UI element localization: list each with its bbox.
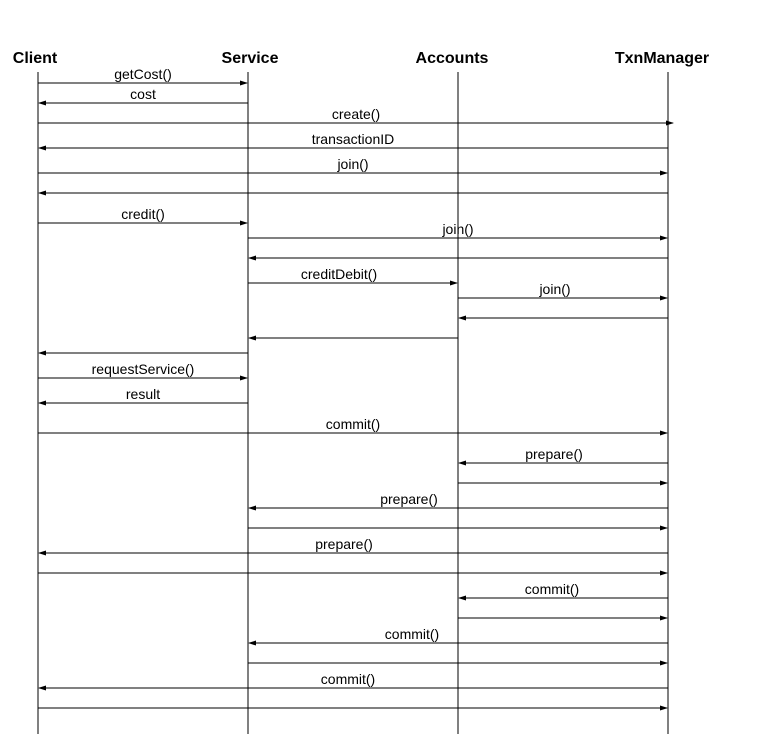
arrowhead-icon xyxy=(458,595,466,601)
actor-label-accounts: Accounts xyxy=(416,50,489,67)
message-label: getCost() xyxy=(114,66,172,82)
message-label: requestService() xyxy=(92,361,195,377)
message-label: join() xyxy=(441,221,473,237)
message-20 xyxy=(248,525,668,531)
message-16: commit() xyxy=(38,416,668,436)
message-28 xyxy=(38,705,668,711)
message-label: transactionID xyxy=(312,131,394,147)
message-label: commit() xyxy=(321,671,375,687)
arrowhead-icon xyxy=(38,550,46,556)
arrowhead-icon xyxy=(38,400,46,406)
arrowhead-icon xyxy=(240,80,248,86)
arrowhead-icon xyxy=(660,430,668,436)
arrowhead-icon xyxy=(666,120,674,126)
message-21: prepare() xyxy=(38,536,668,556)
arrowhead-icon xyxy=(240,375,248,381)
message-12 xyxy=(248,335,458,341)
arrowhead-icon xyxy=(660,480,668,486)
message-25: commit() xyxy=(248,626,668,646)
message-24 xyxy=(458,615,668,621)
arrowhead-icon xyxy=(660,615,668,621)
actor-label-service: Service xyxy=(222,50,279,67)
message-22 xyxy=(38,570,668,576)
message-label: creditDebit() xyxy=(301,266,377,282)
arrowhead-icon xyxy=(660,570,668,576)
message-label: commit() xyxy=(326,416,380,432)
arrowhead-icon xyxy=(38,145,46,151)
arrowhead-icon xyxy=(660,525,668,531)
message-9: creditDebit() xyxy=(248,266,458,286)
message-23: commit() xyxy=(458,581,668,601)
message-label: commit() xyxy=(525,581,579,597)
message-label: prepare() xyxy=(315,536,373,552)
message-label: cost xyxy=(130,86,156,102)
arrowhead-icon xyxy=(38,350,46,356)
message-27: commit() xyxy=(38,671,668,691)
arrowhead-icon xyxy=(660,295,668,301)
message-17: prepare() xyxy=(458,446,668,466)
arrowhead-icon xyxy=(38,190,46,196)
message-2: create() xyxy=(38,106,674,126)
message-6: credit() xyxy=(38,206,248,226)
arrowhead-icon xyxy=(660,170,668,176)
arrowhead-icon xyxy=(660,235,668,241)
message-label: prepare() xyxy=(380,491,438,507)
message-26 xyxy=(248,660,668,666)
arrowhead-icon xyxy=(458,460,466,466)
message-1: cost xyxy=(38,86,248,106)
arrowhead-icon xyxy=(248,505,256,511)
message-14: requestService() xyxy=(38,361,248,381)
arrowhead-icon xyxy=(458,315,466,321)
message-5 xyxy=(38,190,668,196)
message-label: commit() xyxy=(385,626,439,642)
message-3: transactionID xyxy=(38,131,668,151)
message-13 xyxy=(38,350,248,356)
actor-label-txn: TxnManager xyxy=(615,50,709,67)
arrowhead-icon xyxy=(38,100,46,106)
message-8 xyxy=(248,255,668,261)
message-7: join() xyxy=(248,221,668,241)
message-label: create() xyxy=(332,106,380,122)
arrowhead-icon xyxy=(248,335,256,341)
message-10: join() xyxy=(458,281,668,301)
arrowhead-icon xyxy=(240,220,248,226)
message-label: join() xyxy=(336,156,368,172)
arrowhead-icon xyxy=(248,640,256,646)
message-19: prepare() xyxy=(248,491,668,511)
message-label: prepare() xyxy=(525,446,583,462)
arrowhead-icon xyxy=(450,280,458,286)
message-15: result xyxy=(38,386,248,406)
arrowhead-icon xyxy=(38,685,46,691)
message-label: result xyxy=(126,386,160,402)
arrowhead-icon xyxy=(248,255,256,261)
message-label: credit() xyxy=(121,206,165,222)
message-0: getCost() xyxy=(38,66,248,86)
actor-label-client: Client xyxy=(13,50,58,67)
message-18 xyxy=(458,480,668,486)
message-4: join() xyxy=(38,156,668,176)
message-11 xyxy=(458,315,668,321)
arrowhead-icon xyxy=(660,705,668,711)
message-label: join() xyxy=(538,281,570,297)
arrowhead-icon xyxy=(660,660,668,666)
